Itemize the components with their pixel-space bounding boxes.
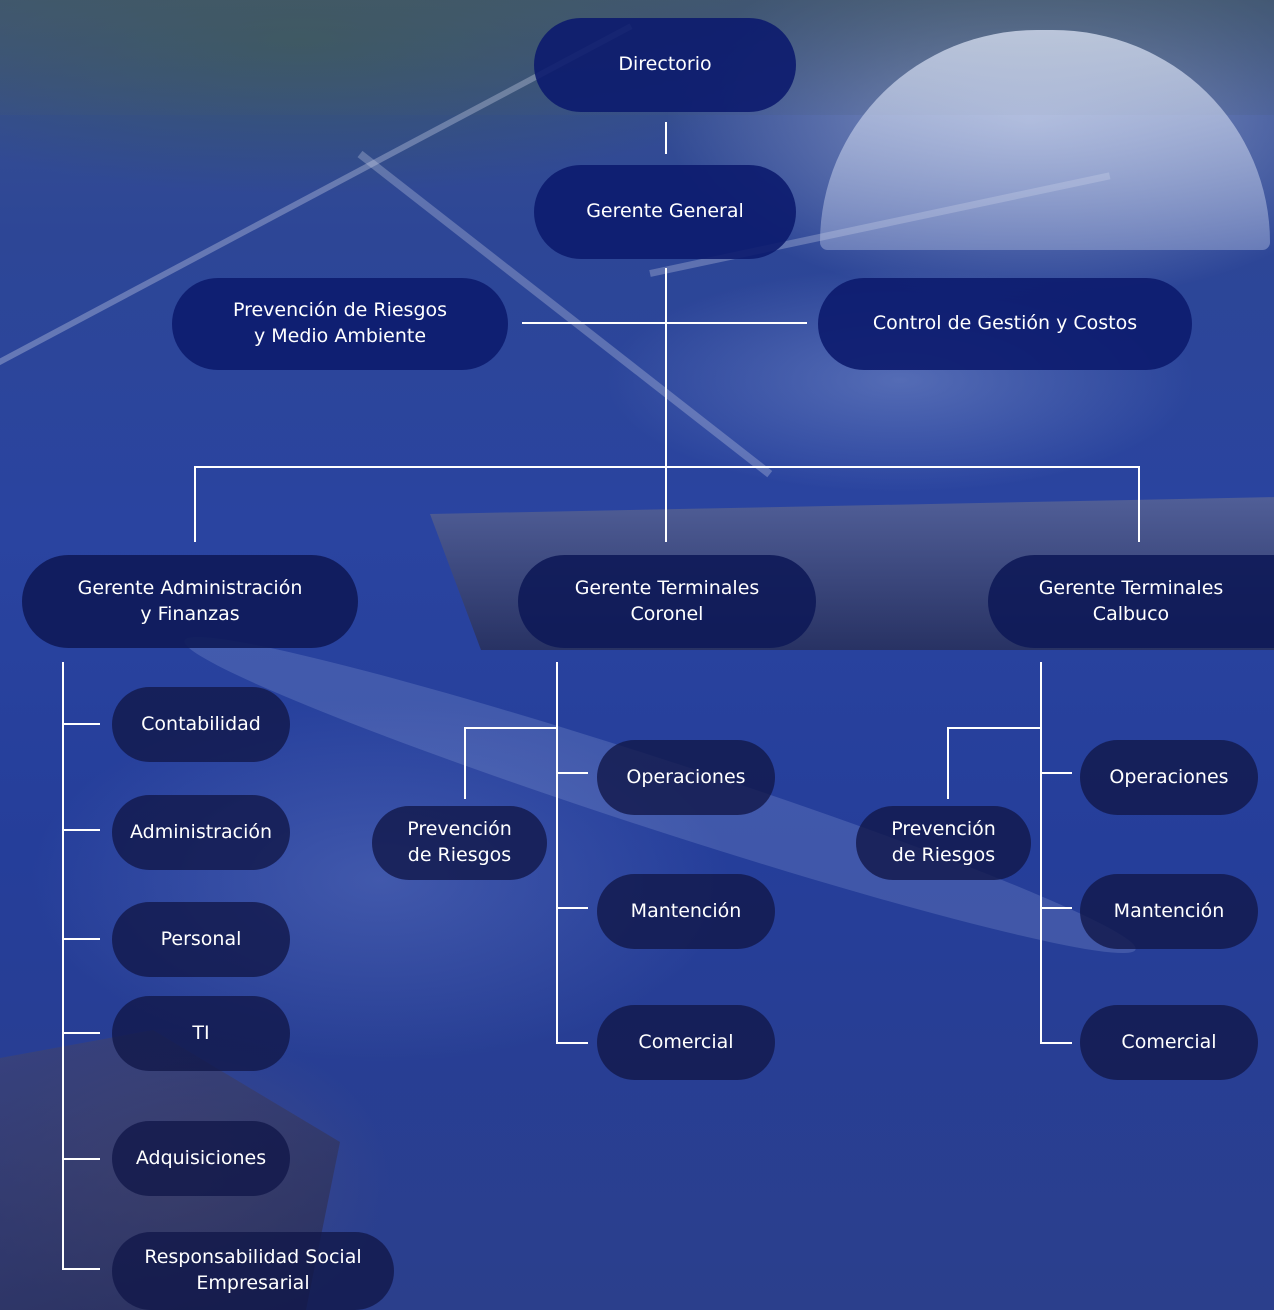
node-calbuco-comercial-label: Comercial xyxy=(1121,1030,1217,1053)
connector xyxy=(522,322,665,324)
node-administracion: Administración xyxy=(112,795,290,870)
connector xyxy=(1040,1042,1072,1044)
node-label-line: Prevención de Riesgos xyxy=(232,299,448,322)
node-label-line: y Finanzas xyxy=(140,602,240,625)
node-label-line: de Riesgos xyxy=(891,844,996,866)
connector xyxy=(62,829,100,831)
node-control-gestion-label: Control de Gestión y Costos xyxy=(872,312,1138,335)
node-directorio-label: Directorio xyxy=(618,53,712,76)
node-administracion-label: Administración xyxy=(129,820,273,843)
node-gerente-administracion-finanzas: Gerente Administración y Finanzas xyxy=(22,555,358,648)
connector xyxy=(1040,662,1042,1044)
connector xyxy=(194,466,1140,468)
connector xyxy=(556,772,588,774)
node-personal-label: Personal xyxy=(160,927,242,950)
node-coronel-operaciones: Operaciones xyxy=(597,740,775,815)
connector xyxy=(62,662,64,1270)
node-coronel-mantencion-label: Mantención xyxy=(630,899,742,922)
node-responsabilidad-social: Responsabilidad Social Empresarial xyxy=(112,1232,394,1310)
connector xyxy=(1040,907,1072,909)
node-adquisiciones-label: Adquisiciones xyxy=(135,1146,267,1169)
node-coronel-comercial: Comercial xyxy=(597,1005,775,1080)
connector xyxy=(556,1042,588,1044)
node-contabilidad-label: Contabilidad xyxy=(141,712,261,735)
node-ti: TI xyxy=(112,996,290,1071)
connector xyxy=(62,723,100,725)
connector xyxy=(665,122,667,154)
node-label-line: Prevención xyxy=(407,818,512,841)
node-coronel-operaciones-label: Operaciones xyxy=(626,765,746,788)
connector xyxy=(1040,772,1072,774)
node-ti-label: TI xyxy=(192,1021,210,1044)
connector xyxy=(464,727,558,729)
node-adquisiciones: Adquisiciones xyxy=(112,1121,290,1196)
node-prevencion-medio-ambiente: Prevención de Riesgos y Medio Ambiente xyxy=(172,278,508,370)
connector xyxy=(665,268,667,542)
connector xyxy=(62,938,100,940)
node-coronel-prevencion-riesgos: Prevención de Riesgos xyxy=(372,806,547,880)
node-calbuco-operaciones-label: Operaciones xyxy=(1109,765,1229,788)
connector xyxy=(947,727,949,799)
connector xyxy=(62,1268,100,1270)
node-label-line: de Riesgos xyxy=(407,844,512,866)
node-coronel-comercial-label: Comercial xyxy=(638,1030,734,1053)
connector xyxy=(194,466,196,542)
connector xyxy=(62,1158,100,1160)
node-label-line: Calbuco xyxy=(1092,602,1170,625)
connector xyxy=(1138,466,1140,542)
node-label-line: Responsabilidad Social xyxy=(144,1246,362,1269)
node-calbuco-mantencion-label: Mantención xyxy=(1113,899,1225,922)
node-label-line: Coronel xyxy=(630,602,704,625)
node-coronel-mantencion: Mantención xyxy=(597,874,775,949)
connector xyxy=(556,907,588,909)
connector xyxy=(62,1032,100,1034)
node-label-line: Prevención xyxy=(891,818,996,841)
node-calbuco-comercial: Comercial xyxy=(1080,1005,1258,1080)
node-calbuco-prevencion-riesgos: Prevención de Riesgos xyxy=(856,806,1031,880)
node-gerente-general: Gerente General xyxy=(534,165,796,259)
node-control-gestion-costos: Control de Gestión y Costos xyxy=(818,278,1192,370)
node-label-line: Gerente Terminales xyxy=(574,576,760,599)
node-calbuco-operaciones: Operaciones xyxy=(1080,740,1258,815)
connector xyxy=(947,727,1042,729)
node-label-line: y Medio Ambiente xyxy=(253,325,427,347)
node-calbuco-mantencion: Mantención xyxy=(1080,874,1258,949)
node-gerente-terminales-calbuco: Gerente Terminales Calbuco xyxy=(988,555,1274,648)
node-directorio: Directorio xyxy=(534,18,796,112)
connector xyxy=(556,662,558,1044)
node-label-line: Empresarial xyxy=(196,1272,310,1294)
node-personal: Personal xyxy=(112,902,290,977)
node-gerente-general-label: Gerente General xyxy=(586,200,744,223)
node-label-line: Gerente Terminales xyxy=(1038,576,1224,599)
node-label-line: Gerente Administración xyxy=(77,576,303,599)
node-contabilidad: Contabilidad xyxy=(112,687,290,762)
connector xyxy=(464,727,466,799)
connector xyxy=(667,322,807,324)
node-gerente-terminales-coronel: Gerente Terminales Coronel xyxy=(518,555,816,648)
